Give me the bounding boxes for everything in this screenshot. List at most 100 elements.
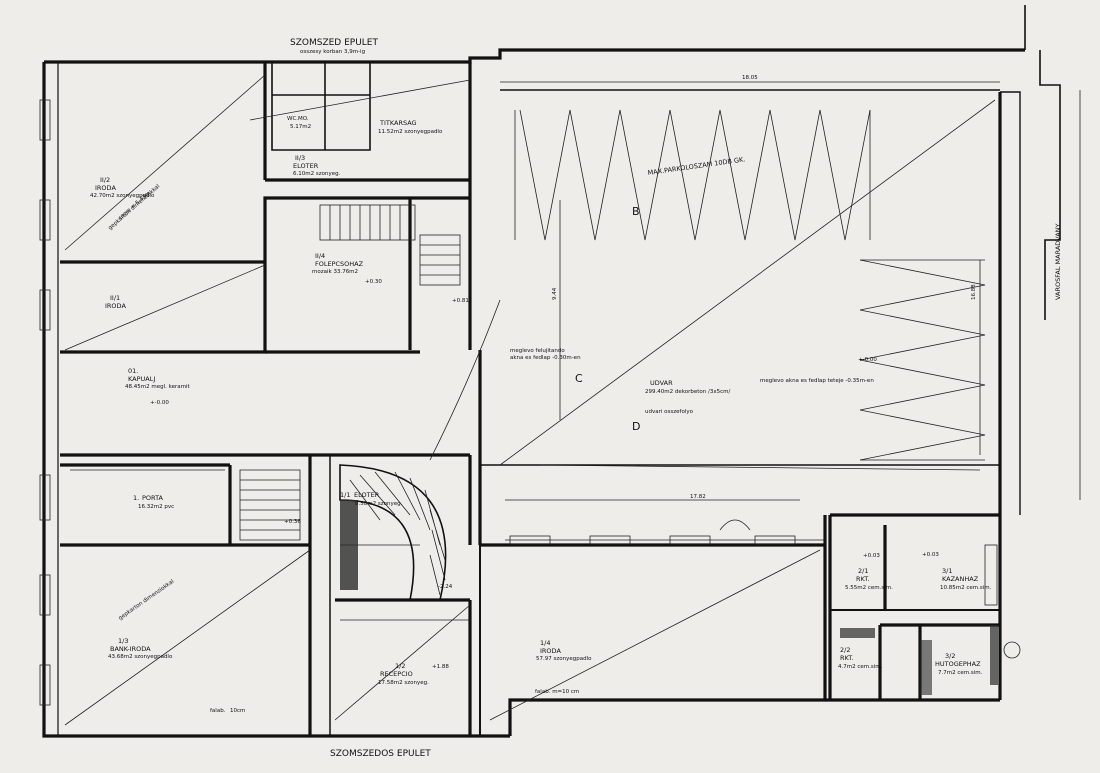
svg-text:8.58m2 szonyeg.: 8.58m2 szonyeg. <box>355 501 403 507</box>
note-gepkarton-2: gepkarton dimenziokkal <box>118 579 176 622</box>
room-ii-4: II/4 FOLEPCSOHAZ mozaik 33.76m2 <box>312 252 364 275</box>
note-akna-1: akna es fedlap -0.30m-en <box>510 355 581 361</box>
svg-text:1/1: 1/1 <box>340 491 350 499</box>
courtyard-window-strip <box>505 519 825 545</box>
svg-text:+1.88: +1.88 <box>432 664 449 670</box>
left-facade-windows <box>39 99 51 706</box>
svg-text:IRODA: IRODA <box>105 302 126 310</box>
svg-text:10.85m2 cem.sim.: 10.85m2 cem.sim. <box>940 585 992 591</box>
note-udvari: udvari osszefolyo <box>645 409 694 415</box>
dim-18-05: 18.05 <box>742 75 758 81</box>
room-porta: 1. PORTA 16.32m2 pvc <box>133 494 174 510</box>
room-1-3: 1/3 BANK-IRODA 43.68m2 szonyegpadlo <box>108 637 173 660</box>
spiral-staircase <box>239 464 447 601</box>
svg-text:ELOTER: ELOTER <box>354 491 380 499</box>
equipment <box>840 544 1021 695</box>
svg-text:42.70m2 szonyegpadlo: 42.70m2 szonyegpadlo <box>90 193 155 199</box>
svg-text:RKT.: RKT. <box>840 654 854 662</box>
svg-text:1/2: 1/2 <box>395 662 405 670</box>
room-titkarsag: TITKARSAG 11.52m2 szonyegpadlo <box>378 119 443 135</box>
room-3-1: 3/1 KAZANHAZ 10.85m2 cem.sim. <box>940 567 992 591</box>
room-2-2: 2/2 RKT. 4.7m2 cem.sim. <box>838 646 883 670</box>
svg-text:ELOTER: ELOTER <box>293 162 319 170</box>
parking-stalls-upper <box>514 109 871 241</box>
svg-text:+0.36: +0.36 <box>284 519 301 525</box>
room-1-2: 1/2 RECEPCIO 17.58m2 szonyeg. <box>378 662 429 686</box>
svg-text:TITKARSAG: TITKARSAG <box>379 119 417 127</box>
svg-text:3/1: 3/1 <box>942 567 952 575</box>
diagonal-guides <box>64 74 996 726</box>
room-1-4: 1/4 IRODA 57.97 szonyegpadlo <box>536 639 592 662</box>
svg-text:PORTA: PORTA <box>142 494 164 502</box>
svg-text:1.: 1. <box>133 494 139 502</box>
svg-text:II/1: II/1 <box>110 294 120 302</box>
svg-text:57.97 szonyegpadlo: 57.97 szonyegpadlo <box>536 656 592 662</box>
svg-text:BANK-IRODA: BANK-IRODA <box>110 645 151 653</box>
dimension-lines <box>70 81 1081 621</box>
room-ii-3: II/3 ELOTER 6.10m2 szonyeg. <box>293 154 341 177</box>
svg-text:IRODA: IRODA <box>540 647 561 655</box>
note-falab-1: falab. m=10 cm <box>535 689 579 695</box>
svg-text:16.32m2 pvc: 16.32m2 pvc <box>138 504 174 510</box>
svg-text:RKT.: RKT. <box>856 575 870 583</box>
svg-text:UDVAR: UDVAR <box>650 379 673 387</box>
note-falab-2: falab. <box>210 708 226 714</box>
svg-text:-2.24: -2.24 <box>438 584 453 590</box>
upper-staircase <box>319 204 461 286</box>
svg-text:RECEPCIO: RECEPCIO <box>380 670 413 678</box>
section-letter-c: C <box>575 372 583 385</box>
svg-text:48.45m2 megl. keramit: 48.45m2 megl. keramit <box>125 384 190 390</box>
city-wall-label: VAROSFAL MARADVANY <box>1054 224 1062 300</box>
svg-text:HUTOGEPHAZ: HUTOGEPHAZ <box>935 660 981 668</box>
room-kapualj: 01. KAPUALJ 48.45m2 megl. keramit <box>125 367 190 390</box>
svg-text:+0.03: +0.03 <box>863 553 880 559</box>
section-letter-d: D <box>632 420 640 433</box>
svg-text:3/2: 3/2 <box>945 652 955 660</box>
svg-text:+0.81: +0.81 <box>452 298 469 304</box>
top-neighbor-label: SZOMSZED EPULET <box>290 38 378 48</box>
room-2-1: 2/1 RKT. 5.55m2 cem.sim. <box>845 567 893 591</box>
interior-walls <box>60 62 1002 736</box>
svg-text:+-0.00: +-0.00 <box>150 400 169 406</box>
parking-stalls-right <box>859 259 986 461</box>
room-ii-1: II/1 IRODA <box>105 294 126 310</box>
note-meglevo-1: meglevo felujitando <box>510 348 565 354</box>
svg-text:4.7m2 cem.sim.: 4.7m2 cem.sim. <box>838 664 883 670</box>
outer-walls <box>42 5 1061 738</box>
elevation-markers: +0.30 +0.81 +-0.00 +0.36 -2.24 +1.88 +0.… <box>150 279 939 670</box>
svg-text:5.55m2 cem.sim.: 5.55m2 cem.sim. <box>845 585 893 591</box>
svg-text:1/3: 1/3 <box>118 637 128 645</box>
svg-text:2/2: 2/2 <box>840 646 850 654</box>
svg-text:01.: 01. <box>128 367 138 375</box>
bottom-neighbor-label: SZOMSZEDOS EPULET <box>330 749 431 759</box>
svg-text:II/3: II/3 <box>295 154 305 162</box>
svg-text:II/4: II/4 <box>315 252 325 260</box>
svg-text:6.10m2 szonyeg.: 6.10m2 szonyeg. <box>293 171 341 177</box>
svg-text:II/2: II/2 <box>100 176 110 184</box>
svg-text:1/4: 1/4 <box>540 639 550 647</box>
svg-text:11.52m2 szonyegpadlo: 11.52m2 szonyegpadlo <box>378 129 443 135</box>
svg-text:5.17m2: 5.17m2 <box>290 124 311 130</box>
svg-text:FOLEPCSOHAZ: FOLEPCSOHAZ <box>315 260 364 268</box>
top-neighbor-note: osszesy korban 3,9m-ig <box>300 49 365 55</box>
svg-text:+0.30: +0.30 <box>365 279 382 285</box>
svg-text:17.58m2 szonyeg.: 17.58m2 szonyeg. <box>378 680 429 686</box>
dim-17-82: 17.82 <box>690 494 706 500</box>
svg-text:299.40m2 dekorbeton /3x5cm/: 299.40m2 dekorbeton /3x5cm/ <box>645 389 730 395</box>
svg-text:43.68m2 szonyegpadlo: 43.68m2 szonyegpadlo <box>108 654 173 660</box>
svg-text:mozaik 33.76m2: mozaik 33.76m2 <box>312 269 358 275</box>
svg-text:+0.03: +0.03 <box>922 552 939 558</box>
svg-text:KAZANHAZ: KAZANHAZ <box>942 575 979 583</box>
svg-text:IRODA: IRODA <box>95 184 116 192</box>
note-meglevo-2: meglevo akna es fedlap teteje -0.35m-en <box>760 378 874 384</box>
room-wc: WC.MO. 5.17m2 <box>287 116 311 130</box>
room-ii-2: II/2 IRODA 42.70m2 szonyegpadlo <box>90 176 155 199</box>
svg-text:2/1: 2/1 <box>858 567 868 575</box>
note-10cm: 10cm <box>230 708 245 714</box>
dim-9-44: 9.44 <box>552 287 558 300</box>
svg-text:KAPUALJ: KAPUALJ <box>128 375 155 383</box>
svg-text:WC.MO.: WC.MO. <box>287 116 309 122</box>
svg-text:+-0.00: +-0.00 <box>858 357 877 363</box>
